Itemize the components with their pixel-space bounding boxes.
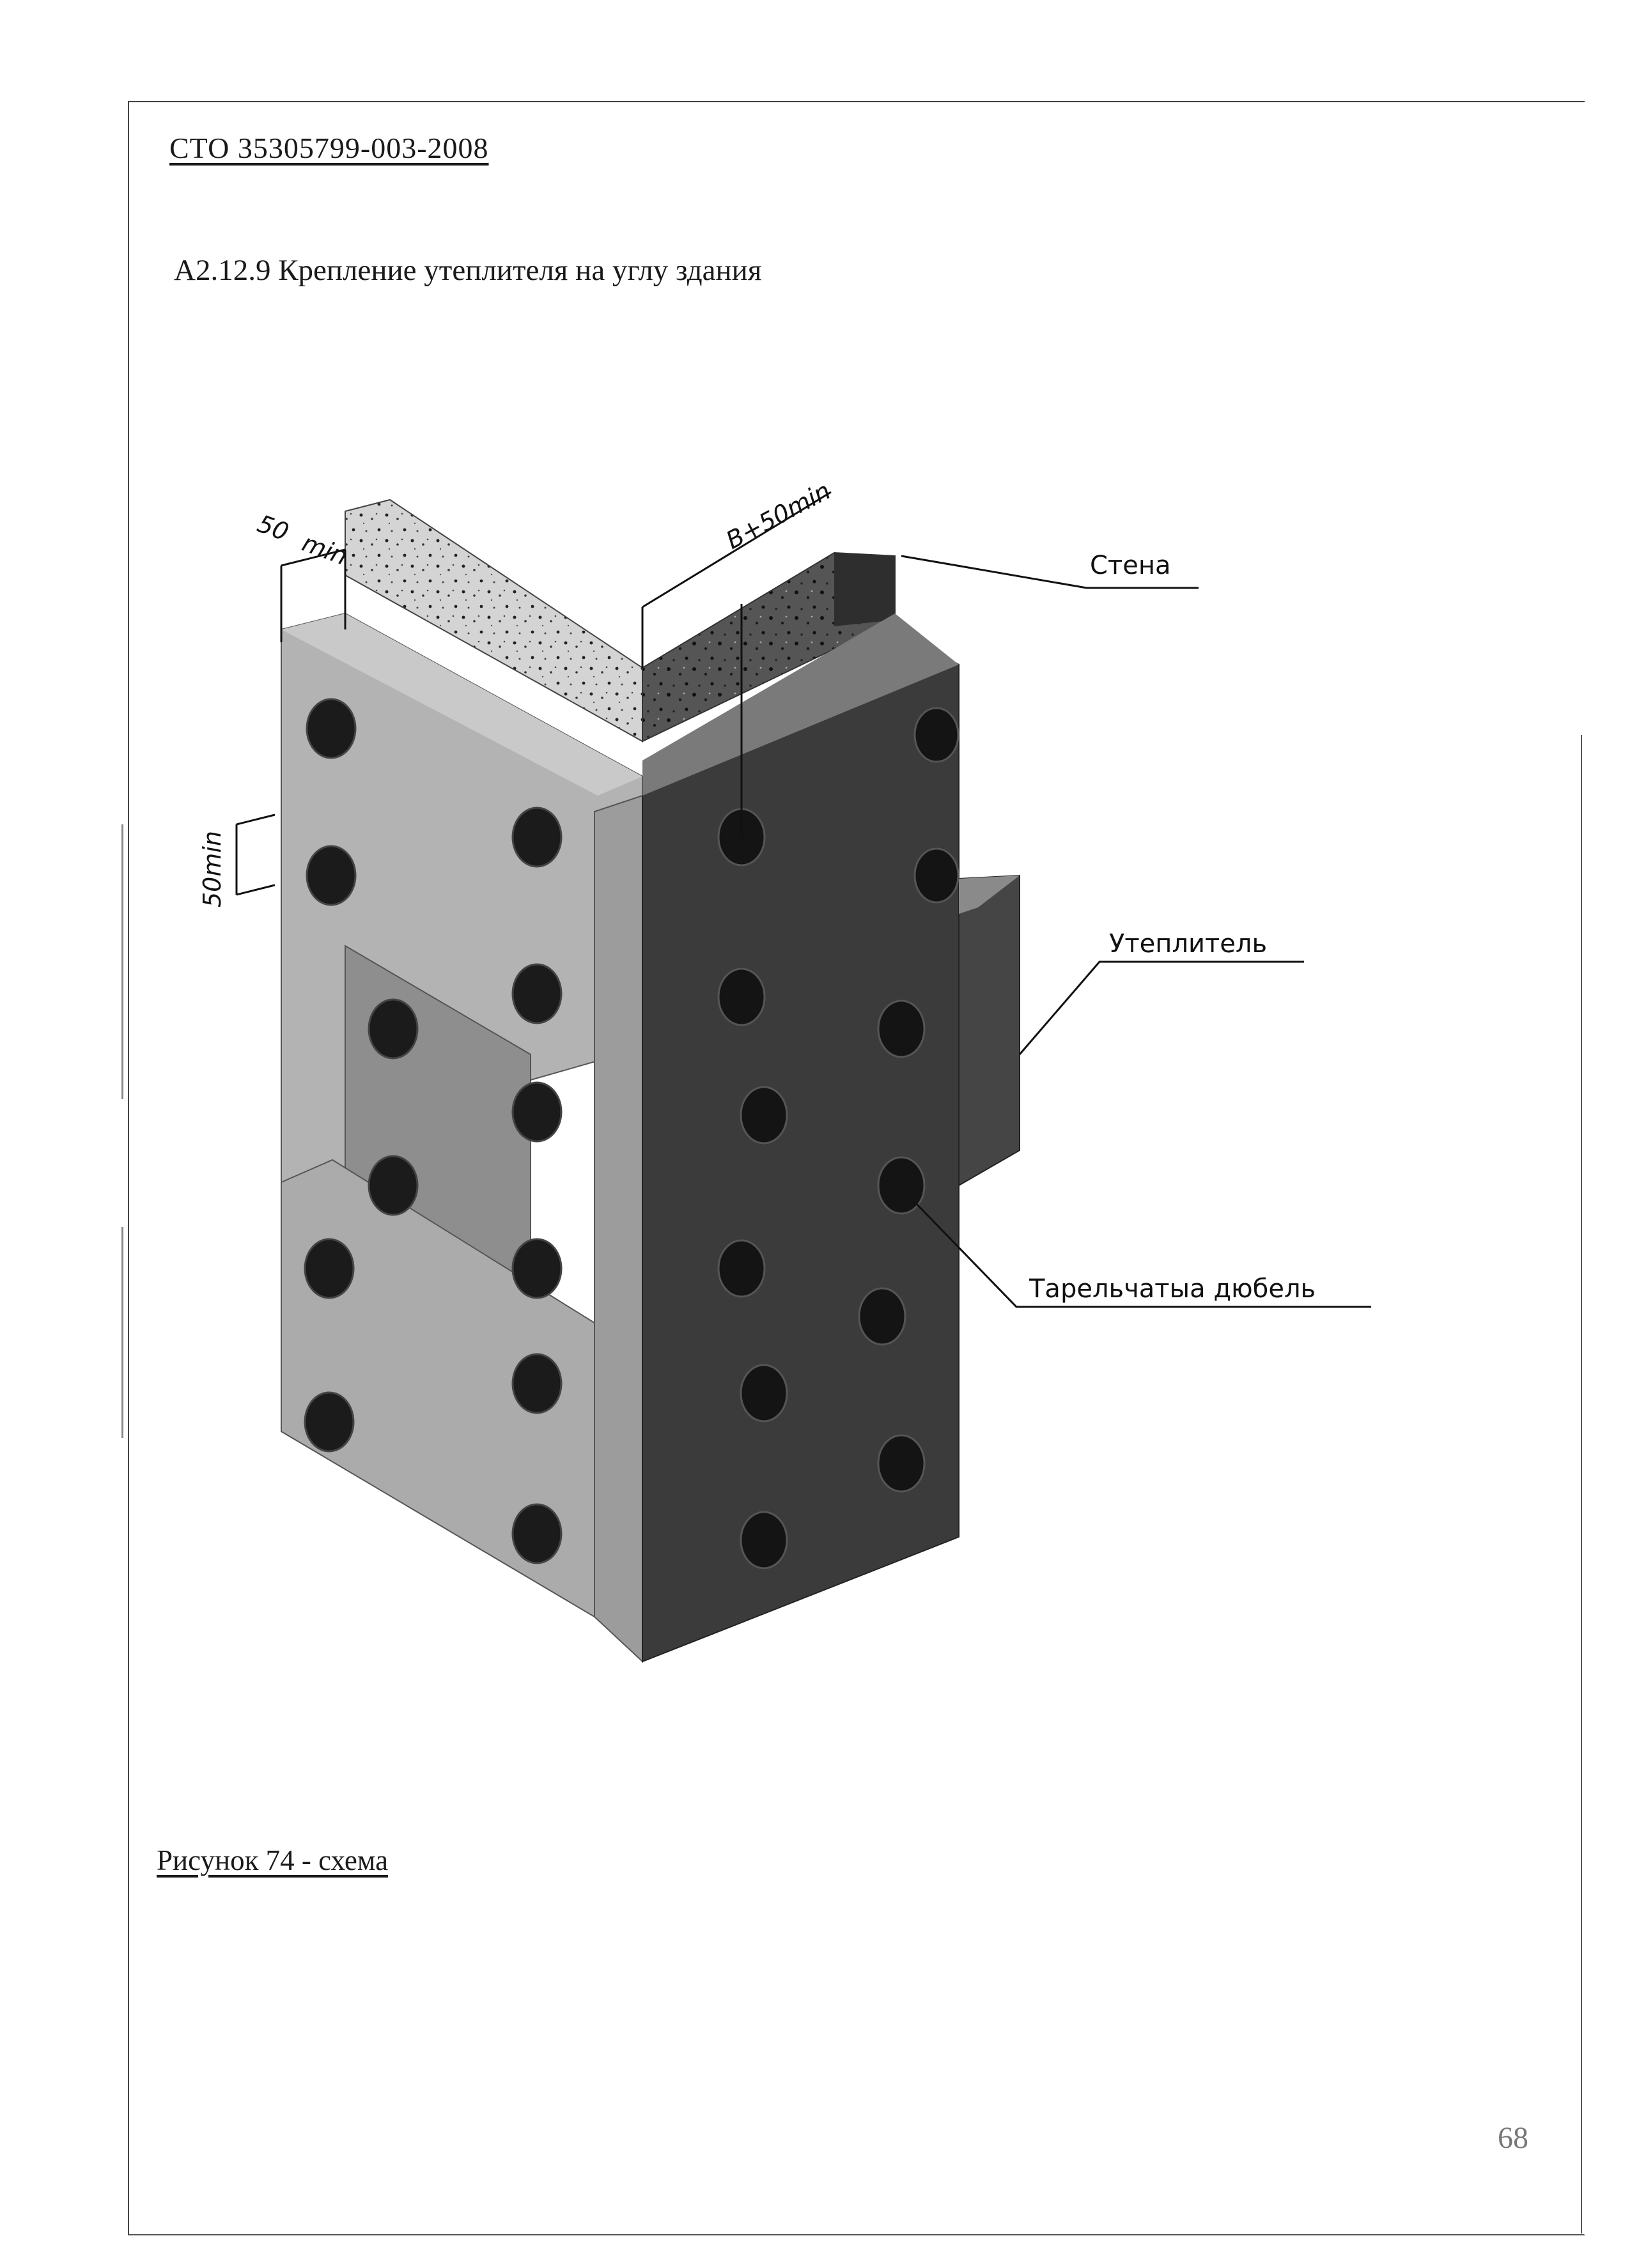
page-frame [128, 101, 1585, 2235]
dowel-icon [306, 845, 357, 906]
dowel-icon [368, 998, 419, 1060]
dowel-icon [740, 1086, 788, 1145]
page-number: 68 [1498, 2121, 1528, 2155]
page-edge-mark [121, 1227, 123, 1438]
wall-section [345, 498, 896, 743]
page-frame-right-edge [1581, 735, 1582, 2233]
dowel-icon [913, 847, 959, 904]
dowel-icon [368, 1155, 419, 1216]
wall-label: Стена [1090, 551, 1171, 580]
dowel-icon [511, 1081, 563, 1143]
dowel-icon [511, 806, 563, 868]
dowel-icon [877, 999, 926, 1058]
dowel-icon [306, 698, 357, 759]
dowel-icon [511, 1353, 563, 1414]
dowel-icon [877, 1156, 926, 1215]
dowel-icon [740, 1364, 788, 1423]
dimension-lines [235, 491, 832, 896]
side-offset-dimension: 50min [198, 831, 226, 907]
dowel-icon [717, 968, 766, 1026]
corner-offset-dimension: B+50min [722, 477, 835, 555]
insulation-left-face [281, 612, 643, 1663]
dowel-icon [511, 1503, 563, 1564]
dowels-left [304, 698, 563, 1564]
insulation-right-face [642, 613, 1020, 1663]
dowel-icon [877, 1434, 926, 1493]
top-offset-unit: min [299, 528, 351, 571]
dowel-icon [511, 1238, 563, 1299]
figure-caption: Рисунок 74 - схема [157, 1844, 389, 1876]
leader-lines [901, 555, 1371, 1308]
dowel-icon [717, 1239, 766, 1298]
top-offset-value: 50 [254, 509, 292, 546]
page-edge-mark [121, 824, 123, 1099]
section-heading: А2.12.9 Крепление утеплителя на углу зда… [174, 254, 762, 287]
dowel-icon [304, 1391, 355, 1453]
dowel-label: Тарельчатыа дюбель [1029, 1274, 1316, 1304]
dowel-icon [858, 1287, 906, 1346]
insulation-label: Утеплитель [1109, 929, 1267, 959]
dowel-icon [304, 1238, 355, 1299]
dowel-icon [913, 707, 959, 763]
dowel-icon [740, 1511, 788, 1570]
document-code: СТО 35305799-003-2008 [169, 132, 489, 164]
dowel-icon [511, 963, 563, 1024]
